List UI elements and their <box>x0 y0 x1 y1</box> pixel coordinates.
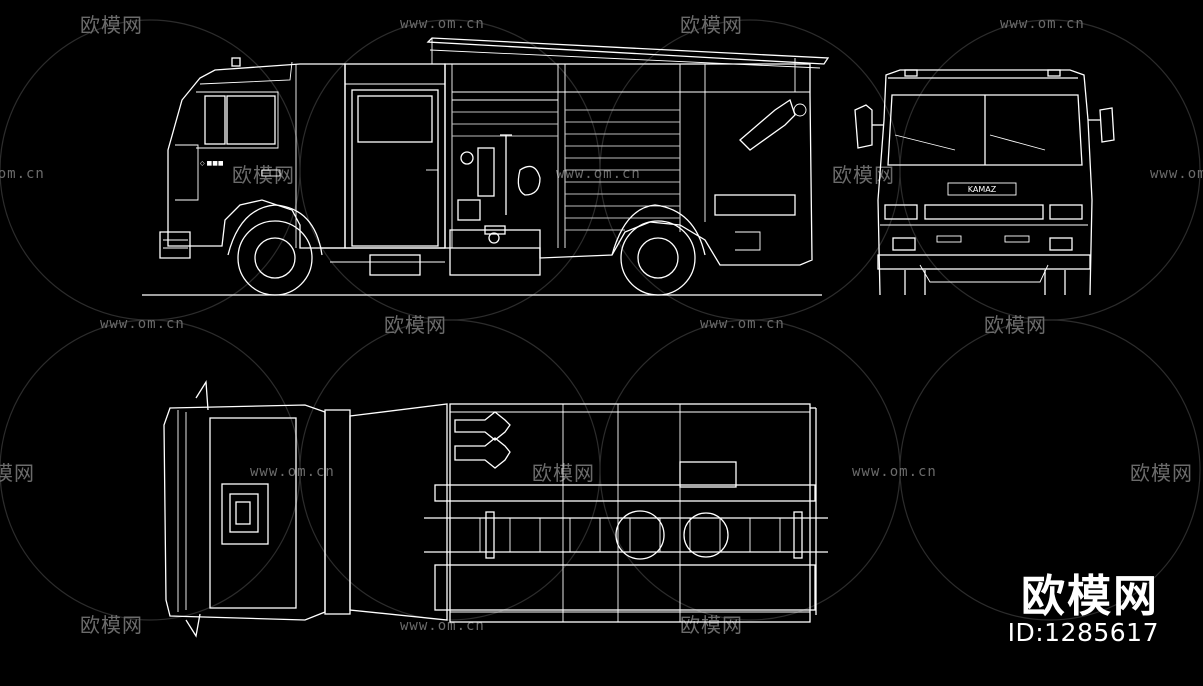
front-mirror-right <box>1099 107 1115 143</box>
watermark-url: www.om.cn <box>1150 166 1203 182</box>
watermark-url: www.om.cn <box>556 166 641 182</box>
cab-window <box>226 95 276 145</box>
watermark-circles <box>0 19 1201 621</box>
rear-wheel <box>620 220 696 296</box>
watermark-url: www.om.cn <box>1000 16 1085 32</box>
front-bumper <box>159 231 191 259</box>
plan-suction-hose <box>454 411 511 441</box>
watermark-logo: 欧模网 <box>384 313 447 337</box>
front-mirror-left <box>854 104 873 149</box>
plan-view <box>163 379 828 638</box>
watermark-logo: 欧模网 <box>80 613 143 637</box>
watermark-url: www.om.cn <box>100 316 185 332</box>
watermark-logo: 欧模网 <box>832 163 895 187</box>
brand-logo-text: 欧模网 <box>1021 571 1159 622</box>
front-elevation: KAMAZ <box>854 69 1115 296</box>
plan-cab <box>163 404 326 621</box>
front-grille <box>924 204 1044 220</box>
fuel-tank <box>369 254 421 276</box>
front-badge-frame <box>947 182 1017 196</box>
watermark-url: www.om.cn <box>400 618 485 634</box>
watermark-logo: 欧模网 <box>984 313 1047 337</box>
watermark-url: www.om.cn <box>0 166 45 182</box>
front-cab-outline <box>877 69 1093 296</box>
plan-mirror-left <box>195 379 209 411</box>
watermark-urls: www.om.cn www.om.cn www.om.cn www.om.cn … <box>0 16 1203 634</box>
model-id: ID:1285617 <box>1007 618 1159 647</box>
plan-ladder <box>424 511 828 559</box>
cab-emblem: ◇ ■■■ <box>200 160 224 167</box>
water-tank <box>449 229 541 276</box>
watermark-logo: 欧模网 <box>680 613 743 637</box>
watermark-logo: 欧模网 <box>80 13 143 37</box>
watermark-url: www.om.cn <box>700 316 785 332</box>
hose-nozzle <box>739 98 796 151</box>
watermark-logo: 欧模网 <box>680 13 743 37</box>
front-roof-lights <box>904 69 918 77</box>
front-badge: KAMAZ <box>968 185 997 194</box>
watermark-logo: 欧模网 <box>232 163 295 187</box>
roller-shutter <box>565 109 680 231</box>
crew-cab <box>344 63 446 249</box>
plan-mirror-right <box>185 613 201 638</box>
watermark-url: www.om.cn <box>852 464 937 480</box>
pump-panel <box>452 111 558 221</box>
watermark-logo: 欧模网 <box>1130 461 1193 485</box>
watermark-logo: 欧模网 <box>532 461 595 485</box>
roof-beacon <box>231 57 241 67</box>
front-bumper-front <box>877 254 1091 270</box>
crew-door <box>351 89 439 247</box>
plan-crew-cab <box>324 409 351 615</box>
plan-hose-reel <box>615 510 665 560</box>
front-wheel <box>237 220 313 296</box>
watermark-logos: 欧模网 欧模网 欧模网 欧模网 欧模网 欧模网 欧模网 欧模网 欧模网 欧模网 … <box>0 13 1193 637</box>
crew-window <box>357 95 433 143</box>
watermark-url: www.om.cn <box>250 464 335 480</box>
plan-roof-hatch <box>221 483 269 545</box>
roof-ladder <box>426 37 830 65</box>
watermark-logo: 欧模网 <box>0 461 35 485</box>
watermark-url: www.om.cn <box>400 16 485 32</box>
side-elevation: ◇ ■■■ <box>142 37 830 296</box>
cab-window-front <box>204 95 226 145</box>
front-windshield <box>887 94 1083 166</box>
plan-body <box>449 403 811 623</box>
